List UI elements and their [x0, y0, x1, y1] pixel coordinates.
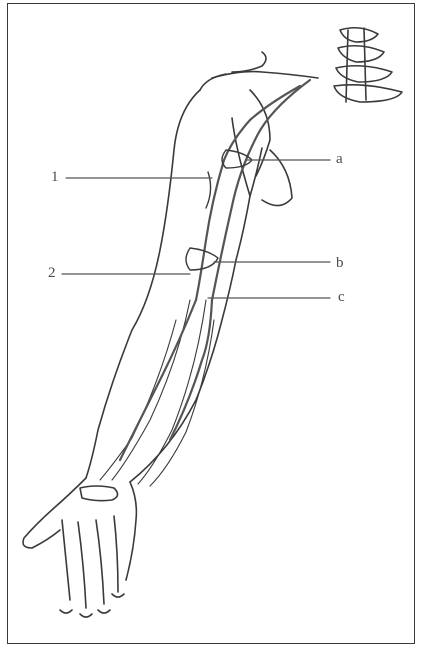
label-a: a [336, 152, 343, 167]
forearm-tendons [100, 300, 214, 486]
neurovascular-bundle [120, 80, 310, 460]
label-b: b [336, 256, 344, 271]
spine-vertebrae [334, 28, 402, 102]
shoulder-region [200, 52, 318, 90]
label-2: 2 [48, 266, 56, 281]
hand [23, 478, 136, 617]
label-c: c [338, 290, 345, 305]
label-1: 1 [51, 170, 59, 185]
